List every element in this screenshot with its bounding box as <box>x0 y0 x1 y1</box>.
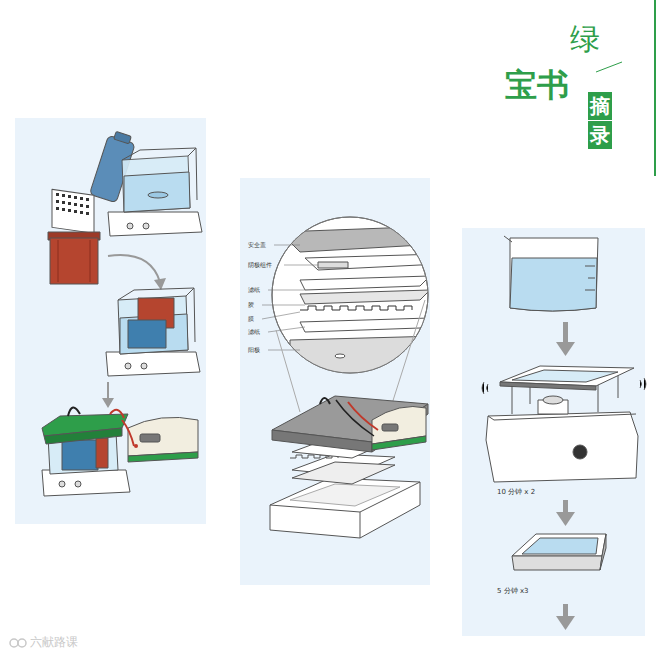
box-text: 摘 <box>590 95 610 117</box>
part-label: 胶 <box>248 302 254 309</box>
step-note: 10 分钟 x 2 <box>497 489 535 497</box>
gel-setup <box>42 130 202 496</box>
part-label: 阴极组件 <box>248 262 272 269</box>
part-label: 滤纸 <box>248 287 260 294</box>
watermark-icon <box>10 639 26 647</box>
part-label: 安全盖 <box>248 242 266 249</box>
label-box: 摘 <box>588 92 612 120</box>
logo-stroke <box>596 62 622 72</box>
part-label: 滤纸 <box>248 329 260 336</box>
logo-rule <box>654 0 656 176</box>
box-text: 录 <box>590 124 610 146</box>
panel <box>462 228 645 636</box>
panel <box>15 118 206 524</box>
part-label: 膜 <box>248 316 254 323</box>
logo-char: 绿 <box>570 22 600 55</box>
logo-title: 宝书 <box>505 68 569 103</box>
blot-sandwich <box>262 217 440 538</box>
wash-steps <box>482 236 646 630</box>
label-box: 录 <box>588 121 612 149</box>
step-note: 5 分钟 x3 <box>497 588 529 596</box>
part-label: 阳极 <box>248 347 260 354</box>
watermark: 六献路课 <box>30 636 78 649</box>
